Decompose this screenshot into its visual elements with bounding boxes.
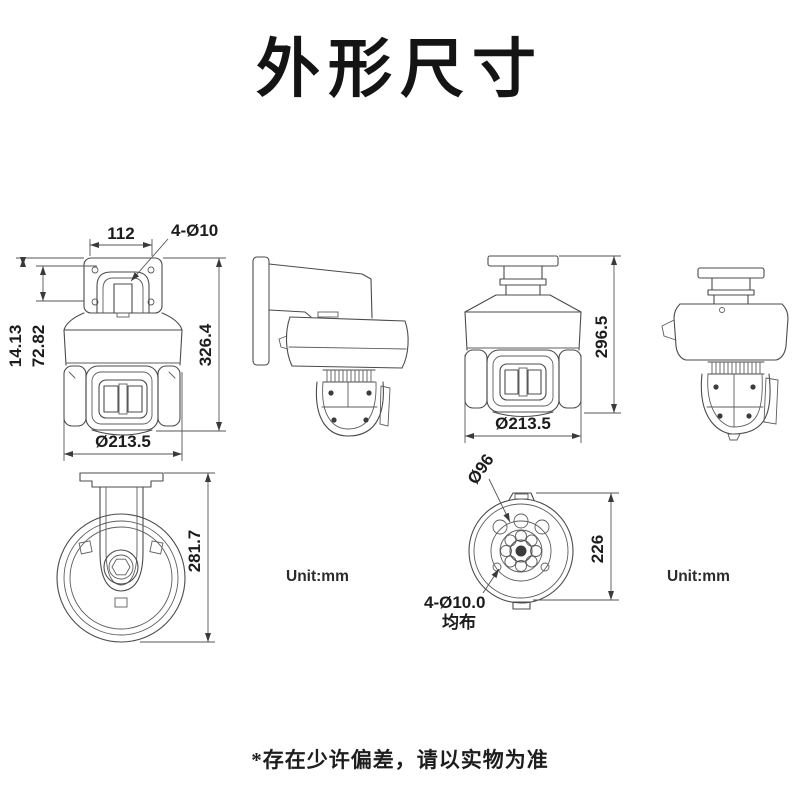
dim-pendant-body-diameter: Ø213.5 xyxy=(464,355,582,443)
view-front-wall-mount: 112 4-Ø10 14.13 72.82 xyxy=(6,221,226,461)
dim-mount-holes: 4-Ø10 xyxy=(130,221,218,282)
dim-label-bracket-height: 72.82 xyxy=(29,325,48,368)
dim-profile-total-height: 281.7 xyxy=(140,472,215,643)
dim-pendant-total-height: 296.5 xyxy=(559,255,621,414)
dim-label-body-depth: 226 xyxy=(588,535,607,563)
view-side-pendant xyxy=(661,267,789,441)
view-bottom: Ø96 226 4-Ø10.0 均布 xyxy=(424,451,619,632)
dim-label-pendant-total-height: 296.5 xyxy=(592,316,611,359)
dim-bracket-width: 112 xyxy=(89,224,153,256)
dim-top-offset: 14.13 xyxy=(6,257,97,368)
page-title: 外形尺寸 xyxy=(256,34,544,105)
dim-label-top-offset: 14.13 xyxy=(6,325,25,368)
dim-label-bottom-mount-holes: 4-Ø10.0 xyxy=(424,593,485,612)
unit-label-left: Unit:mm xyxy=(286,568,349,585)
dim-label-inner-diameter: Ø96 xyxy=(464,451,498,488)
dim-label-pendant-body-diameter: Ø213.5 xyxy=(495,414,551,433)
view-side-wall-mount xyxy=(252,256,409,437)
dimension-drawing-canvas: 112 4-Ø10 14.13 72.82 xyxy=(6,221,789,643)
unit-label-right: Unit:mm xyxy=(667,568,730,585)
view-side-profile: 281.7 xyxy=(56,472,215,643)
dim-bracket-height: 72.82 xyxy=(29,266,84,367)
dim-total-height: 326.4 xyxy=(156,257,226,432)
footnote: *存在少许偏差，请以实物为准 xyxy=(251,748,549,772)
dim-label-profile-total-height: 281.7 xyxy=(185,530,204,573)
dim-label-bottom-mount-holes-note: 均布 xyxy=(442,612,476,632)
dim-label-body-diameter: Ø213.5 xyxy=(95,432,151,451)
view-front-pendant: 296.5 Ø213.5 xyxy=(464,255,621,443)
dim-bottom-mount-holes: 4-Ø10.0 均布 xyxy=(424,568,500,632)
dim-body-depth: 226 xyxy=(533,492,619,601)
dim-body-diameter: Ø213.5 xyxy=(63,372,183,461)
dim-label-bracket-width: 112 xyxy=(107,224,134,243)
dim-label-total-height: 326.4 xyxy=(196,323,215,366)
dim-label-mount-holes: 4-Ø10 xyxy=(171,221,218,240)
